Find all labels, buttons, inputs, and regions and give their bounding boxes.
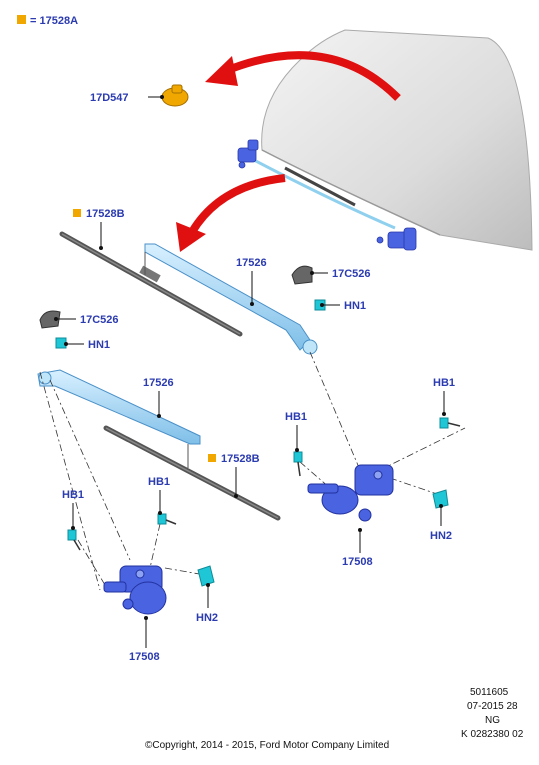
footer-code-3: NG bbox=[485, 715, 500, 726]
swatch-blade-upper bbox=[73, 209, 81, 217]
cap-17c526-right bbox=[291, 265, 313, 285]
label-hb1-right-top: HB1 bbox=[433, 377, 455, 389]
label-17d547: 17D547 bbox=[90, 92, 129, 104]
label-hb1-left-near: HB1 bbox=[62, 489, 84, 501]
wiper-blade-upper bbox=[59, 231, 243, 337]
label-hn1-left: HN1 bbox=[88, 339, 110, 351]
bolt-hb1-right-mid bbox=[293, 451, 303, 477]
windshield-mechanism-right bbox=[376, 227, 417, 251]
label-17c526-right: 17C526 bbox=[332, 268, 371, 280]
legend-swatch bbox=[17, 15, 26, 24]
footer-code-1: 5011605 bbox=[470, 687, 509, 698]
label-17528b-upper: 17528B bbox=[86, 208, 125, 220]
red-arrow-upper-head bbox=[205, 56, 238, 86]
label-hn2-right: HN2 bbox=[430, 530, 452, 542]
label-hb1-left-far: HB1 bbox=[148, 476, 170, 488]
wiper-blade-lower bbox=[103, 425, 281, 521]
label-17c526-left: 17C526 bbox=[80, 314, 119, 326]
windshield-mechanism-left bbox=[237, 139, 259, 169]
label-hb1-right-mid: HB1 bbox=[285, 411, 307, 423]
label-17528b-lower: 17528B bbox=[221, 453, 260, 465]
label-17526-upper: 17526 bbox=[236, 257, 267, 269]
wiper-arm-upper bbox=[144, 243, 318, 355]
footer-copyright: ©Copyright, 2014 - 2015, Ford Motor Comp… bbox=[145, 740, 389, 751]
bolt-hb1-right-top bbox=[439, 417, 461, 429]
wiper-motor-right bbox=[307, 464, 394, 522]
nut-hn2-left bbox=[197, 565, 215, 587]
bolt-hb1-left-near bbox=[67, 529, 81, 551]
footer-code-2: 07-2015 28 bbox=[467, 701, 518, 712]
swatch-blade-lower bbox=[208, 454, 216, 462]
legend-text: = 17528A bbox=[30, 15, 78, 27]
cap-17c526-left bbox=[39, 310, 61, 329]
red-arrow-lower bbox=[188, 174, 286, 235]
wiper-arm-lower bbox=[37, 369, 201, 445]
bolt-hb1-left-far bbox=[157, 513, 177, 525]
red-arrow-upper bbox=[226, 51, 401, 101]
label-hn1-right: HN1 bbox=[344, 300, 366, 312]
wiper-motor-left bbox=[103, 565, 167, 615]
label-17508-right: 17508 bbox=[342, 556, 373, 568]
label-17526-lower: 17526 bbox=[143, 377, 174, 389]
red-arrow-lower-head bbox=[176, 222, 206, 252]
cap-17d547 bbox=[161, 84, 189, 107]
footer-code-4: K 0282380 02 bbox=[461, 729, 524, 740]
nut-hn2-right bbox=[432, 489, 449, 509]
label-hn2-left: HN2 bbox=[196, 612, 218, 624]
label-17508-left: 17508 bbox=[129, 651, 160, 663]
windshield-glass bbox=[249, 29, 533, 251]
